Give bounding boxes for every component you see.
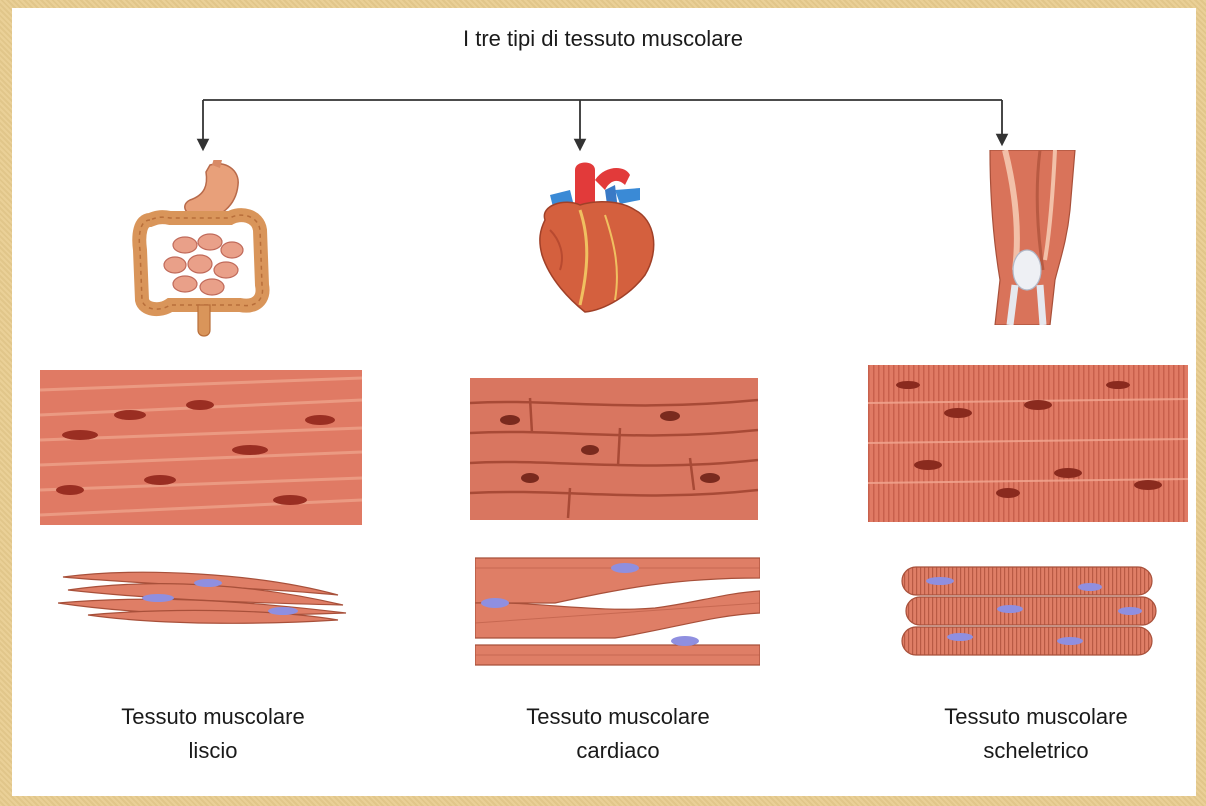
digestive-system-icon (130, 160, 280, 340)
heart-icon (520, 160, 670, 320)
smooth-muscle-micrograph (40, 370, 362, 525)
cardiac-muscle-micrograph (470, 378, 758, 520)
smooth-muscle-fibers (58, 565, 348, 630)
label-cardiac-line1: Tessuto muscolare (468, 700, 768, 734)
label-smooth: Tessuto muscolare liscio (63, 700, 363, 768)
label-skeletal-line1: Tessuto muscolare (886, 700, 1186, 734)
label-skeletal-line2: scheletrico (886, 734, 1186, 768)
label-cardiac-line2: cardiaco (468, 734, 768, 768)
skeletal-muscle-micrograph (868, 365, 1188, 522)
leg-muscle-icon (985, 150, 1080, 325)
label-cardiac: Tessuto muscolare cardiaco (468, 700, 768, 768)
cardiac-muscle-fibers (475, 553, 760, 668)
label-smooth-line1: Tessuto muscolare (63, 700, 363, 734)
skeletal-muscle-fibers (900, 565, 1158, 660)
label-skeletal: Tessuto muscolare scheletrico (886, 700, 1186, 768)
label-smooth-line2: liscio (63, 734, 363, 768)
